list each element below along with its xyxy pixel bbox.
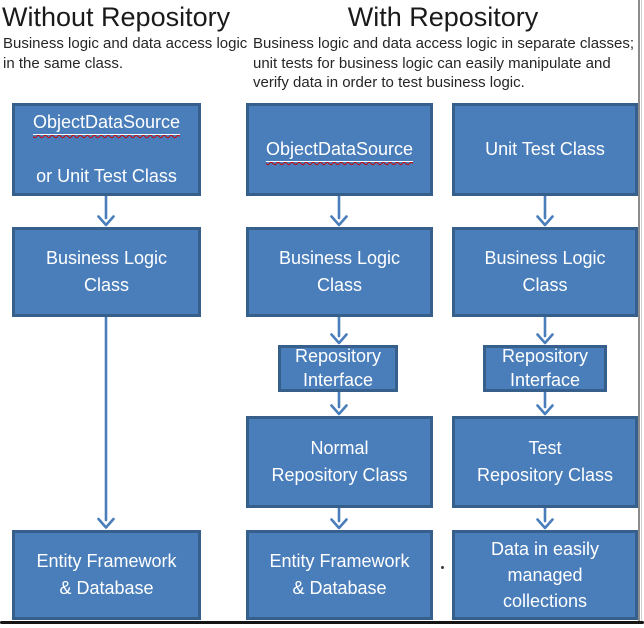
arrow-down-icon bbox=[330, 196, 348, 227]
normal-repository-class-box: Normal Repository Class bbox=[246, 416, 433, 508]
with-entity-framework-box: Entity Framework & Database bbox=[246, 530, 433, 620]
test-business-logic-box: Business Logic Class bbox=[452, 227, 638, 317]
screenshot-bottom-border bbox=[0, 621, 644, 624]
with-business-logic-box: Business Logic Class bbox=[246, 227, 433, 317]
or-unit-test-class-label: or Unit Test Class bbox=[36, 166, 177, 186]
entity-framework-label: Entity Framework & Database bbox=[36, 551, 177, 598]
entity-framework-label: Entity Framework & Database bbox=[269, 551, 410, 598]
stray-dot bbox=[441, 566, 444, 569]
without-entity-framework-box: Entity Framework & Database bbox=[12, 530, 201, 620]
arrow-down-icon bbox=[330, 508, 348, 530]
without-repository-title: Without Repository bbox=[2, 2, 231, 32]
arrow-down-icon bbox=[536, 508, 554, 530]
arrow-down-icon bbox=[536, 317, 554, 345]
test-repository-label: Test Repository Class bbox=[476, 438, 614, 485]
repository-interface-label: Repository Interface bbox=[294, 346, 382, 390]
arrow-down-icon bbox=[97, 196, 115, 227]
business-logic-label: Business Logic Class bbox=[484, 248, 606, 295]
test-repository-interface-box: Repository Interface bbox=[483, 345, 607, 392]
test-repository-class-box: Test Repository Class bbox=[452, 416, 638, 508]
arrow-down-icon bbox=[536, 392, 554, 416]
arrow-down-icon bbox=[330, 317, 348, 345]
without-source-box: ObjectDataSource or Unit Test Class bbox=[12, 103, 201, 196]
unit-test-class-box: Unit Test Class bbox=[452, 103, 638, 196]
with-repository-description: Business logic and data access logic in … bbox=[253, 35, 635, 91]
managed-collections-label: Data in easily managed collections bbox=[490, 538, 600, 612]
arrow-down-long-icon bbox=[97, 317, 115, 529]
business-logic-label: Business Logic Class bbox=[45, 248, 168, 295]
objectdatasource-label: ObjectDataSource bbox=[32, 112, 181, 132]
misspelled-word: ObjectDataSource bbox=[266, 139, 413, 159]
without-business-logic-box: Business Logic Class bbox=[12, 227, 201, 317]
with-repository-interface-box: Repository Interface bbox=[278, 345, 398, 392]
screenshot-right-border-highlight bbox=[641, 0, 642, 621]
without-repository-description: Business logic and data access logic in … bbox=[3, 35, 248, 72]
normal-repository-label: Normal Repository Class bbox=[271, 438, 408, 485]
unit-test-class-label: Unit Test Class bbox=[485, 139, 605, 159]
arrow-down-icon bbox=[536, 196, 554, 227]
business-logic-label: Business Logic Class bbox=[278, 248, 401, 295]
screenshot-right-border bbox=[638, 0, 640, 621]
managed-collections-box: Data in easily managed collections bbox=[452, 530, 638, 620]
objectdatasource-label: ObjectDataSource bbox=[265, 139, 414, 159]
arrow-down-icon bbox=[330, 392, 348, 416]
misspelled-word: ObjectDataSource bbox=[33, 112, 180, 132]
with-source-box: ObjectDataSource bbox=[246, 103, 433, 196]
repository-interface-label: Repository Interface bbox=[501, 346, 589, 390]
with-repository-title: With Repository bbox=[347, 2, 539, 32]
